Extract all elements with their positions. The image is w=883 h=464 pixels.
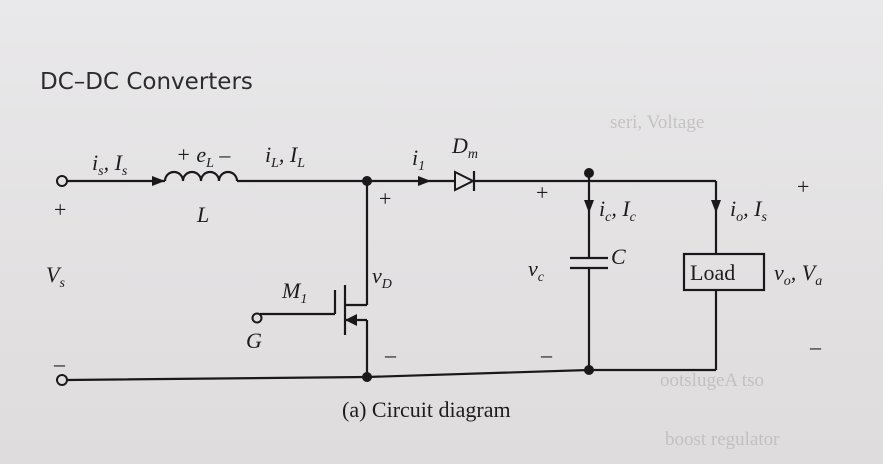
ghost-text-1: seri, Voltage — [610, 112, 704, 133]
io-current-arrow — [711, 200, 721, 213]
label-C: C — [611, 244, 626, 269]
diode-Dm — [454, 170, 476, 192]
junction-cap-bottom — [584, 365, 594, 375]
label-eL: + eL – — [176, 142, 231, 171]
ghost-text-3: boost regulator — [665, 429, 780, 450]
label-vo-Va: vo, Va — [774, 260, 822, 289]
label-M1: M1 — [281, 278, 307, 307]
label-L: L — [196, 202, 209, 227]
label-Dm: Dm — [451, 133, 478, 162]
inductor-L — [163, 170, 239, 182]
label-vD-minus: – — [384, 342, 397, 367]
label-load: Load — [690, 260, 735, 285]
label-vo-plus: + — [797, 174, 809, 199]
gate-terminal — [251, 312, 263, 324]
label-vD: vD — [372, 263, 392, 292]
label-Vs: Vs — [46, 262, 65, 291]
figure-caption: (a) Circuit diagram — [342, 397, 511, 422]
label-input-plus: + — [54, 197, 66, 222]
label-iL-IL: iL, IL — [265, 142, 305, 171]
input-terminal-top — [56, 175, 68, 187]
label-is-Is: is, Is — [92, 150, 128, 179]
label-vc: vc — [528, 256, 545, 285]
junction-switch-bottom — [362, 372, 372, 382]
label-io-Is: io, Is — [730, 196, 767, 225]
input-terminal-bottom — [56, 374, 68, 386]
label-ic-Ic: ic, Ic — [599, 196, 637, 225]
label-i1: i1 — [412, 145, 425, 174]
label-vD-plus: + — [379, 186, 391, 211]
mosfet-arrow — [345, 314, 357, 326]
page-title: DC–DC Converters — [40, 69, 253, 95]
is-current-arrow — [152, 176, 165, 186]
label-G: G — [246, 328, 262, 353]
load-box — [682, 252, 766, 292]
label-vc-plus: + — [536, 180, 548, 205]
label-vc-minus: – — [540, 342, 553, 367]
ghost-text-2: ootslugeA tso — [660, 370, 764, 391]
ic-current-arrow — [584, 200, 594, 213]
label-vo-minus: – — [809, 334, 822, 359]
i1-current-arrow — [418, 176, 431, 186]
wire-bottom-rail — [66, 368, 716, 382]
label-input-minus: – — [53, 351, 66, 376]
